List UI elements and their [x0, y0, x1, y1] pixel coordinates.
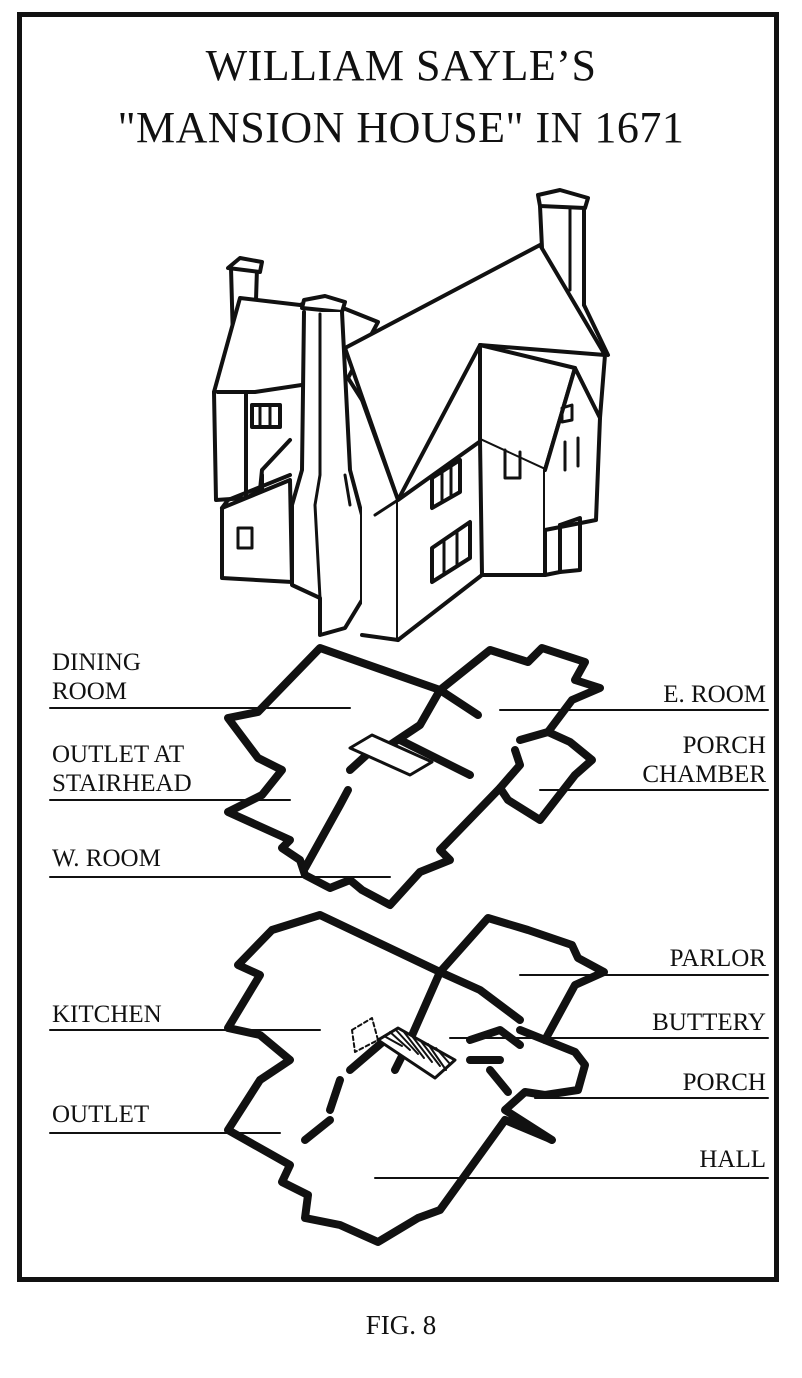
leader-lines — [49, 707, 769, 1179]
label-kitchen: KITCHEN — [52, 1001, 162, 1028]
label-e-room: E. ROOM — [663, 681, 766, 708]
label-hall: HALL — [699, 1146, 766, 1173]
label-w-room: W. ROOM — [52, 845, 161, 872]
label-porch-chamber: PORCH CHAMBER — [642, 732, 766, 788]
label-dining-room: DINING ROOM — [52, 649, 141, 705]
label-buttery: BUTTERY — [652, 1009, 766, 1036]
title-line-1: WILLIAM SAYLE’S — [205, 41, 597, 90]
figure-frame — [17, 12, 779, 1282]
label-porch: PORCH — [682, 1069, 766, 1096]
title-line-2: "MANSION HOUSE" IN 1671 — [117, 103, 685, 152]
ground-floor-plan — [224, 911, 608, 1246]
label-outlet: OUTLET — [52, 1101, 150, 1128]
house-illustration — [212, 188, 610, 642]
figure-caption: FIG. 8 — [365, 1310, 437, 1340]
label-outlet-at-stairhead: OUTLET AT STAIRHEAD — [52, 741, 192, 797]
upper-floor-plan — [224, 644, 604, 909]
label-parlor: PARLOR — [669, 945, 766, 972]
ground-staircase — [351, 1017, 457, 1080]
upper-stairwell — [348, 733, 434, 777]
